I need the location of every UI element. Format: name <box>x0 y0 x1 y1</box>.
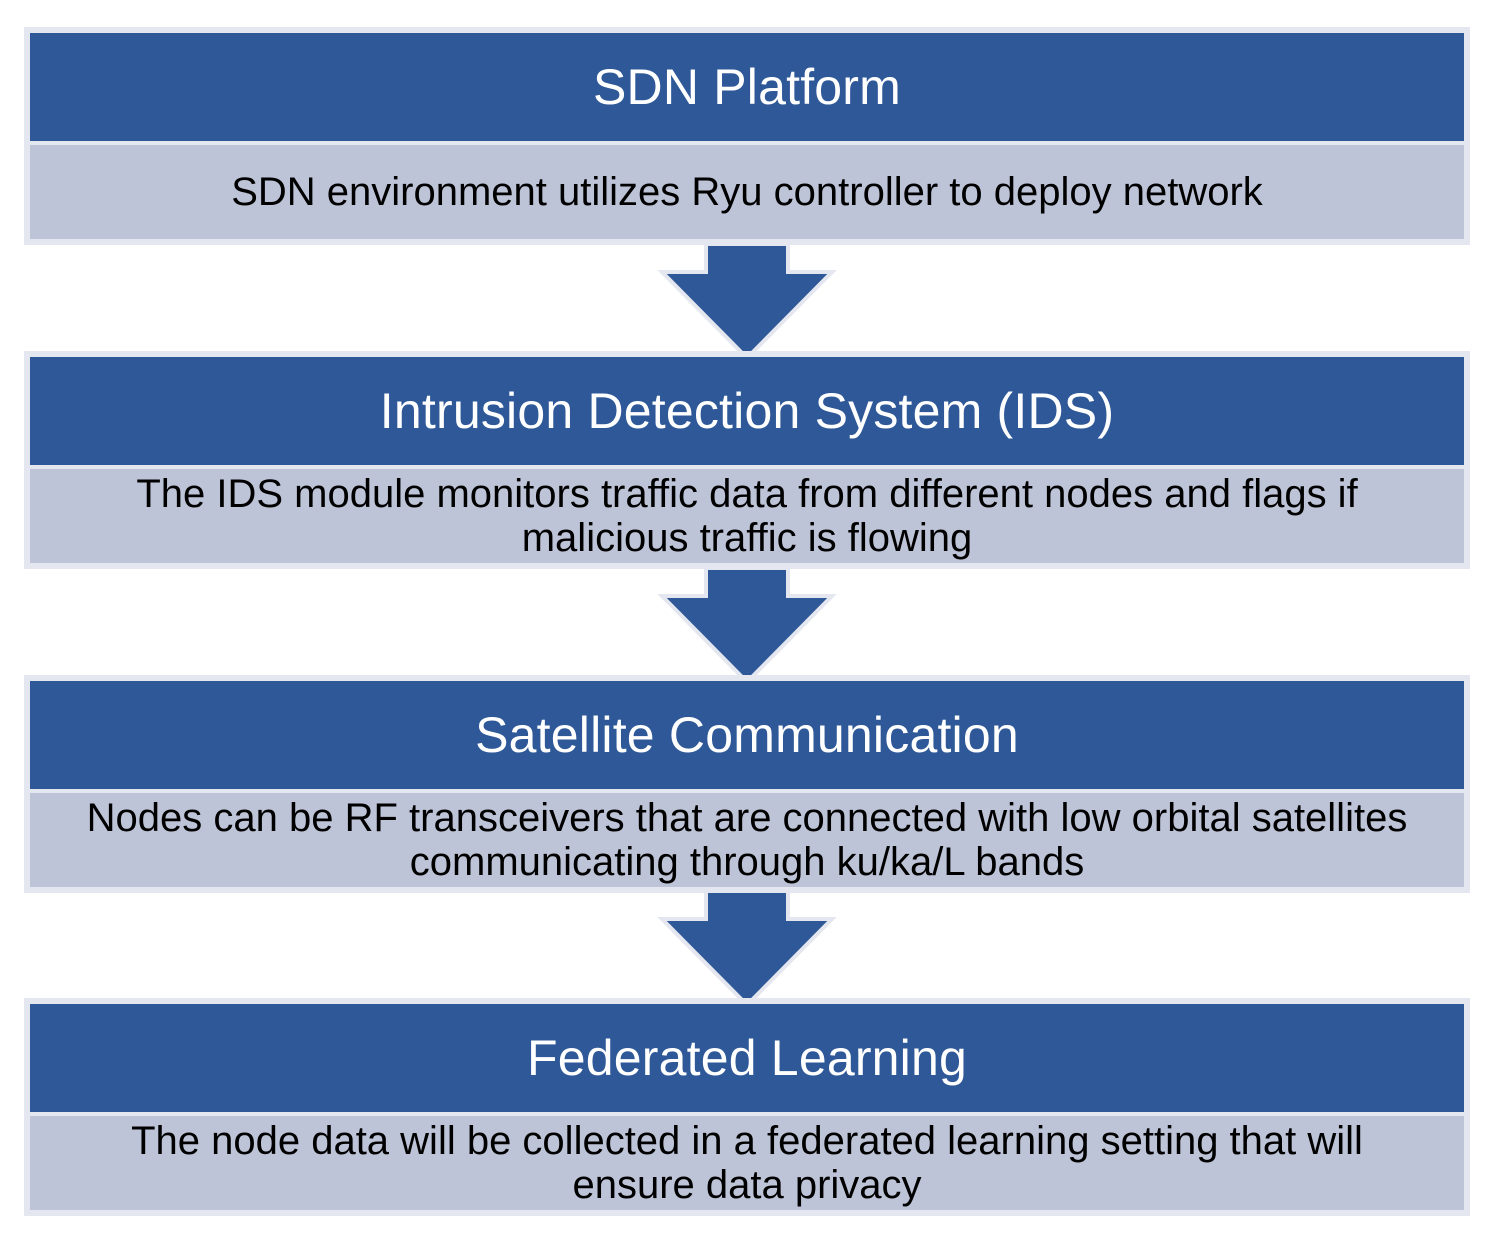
down-arrow-icon <box>657 889 837 1008</box>
step-title: Federated Learning <box>30 1004 1464 1112</box>
step-intrusion-detection-system: Intrusion Detection System (IDS) The IDS… <box>24 351 1470 569</box>
down-arrow-icon <box>657 242 837 361</box>
step-title: Intrusion Detection System (IDS) <box>30 357 1464 465</box>
step-description: SDN environment utilizes Ryu controller … <box>30 145 1464 239</box>
step-satellite-communication: Satellite Communication Nodes can be RF … <box>24 675 1470 893</box>
step-title: SDN Platform <box>30 33 1464 141</box>
step-description: Nodes can be RF transceivers that are co… <box>30 793 1464 887</box>
step-title: Satellite Communication <box>30 681 1464 789</box>
step-description: The node data will be collected in a fed… <box>30 1116 1464 1210</box>
step-sdn-platform: SDN Platform SDN environment utilizes Ry… <box>24 27 1470 245</box>
step-federated-learning: Federated Learning The node data will be… <box>24 998 1470 1216</box>
step-description: The IDS module monitors traffic data fro… <box>30 469 1464 563</box>
down-arrow-icon <box>657 566 837 685</box>
